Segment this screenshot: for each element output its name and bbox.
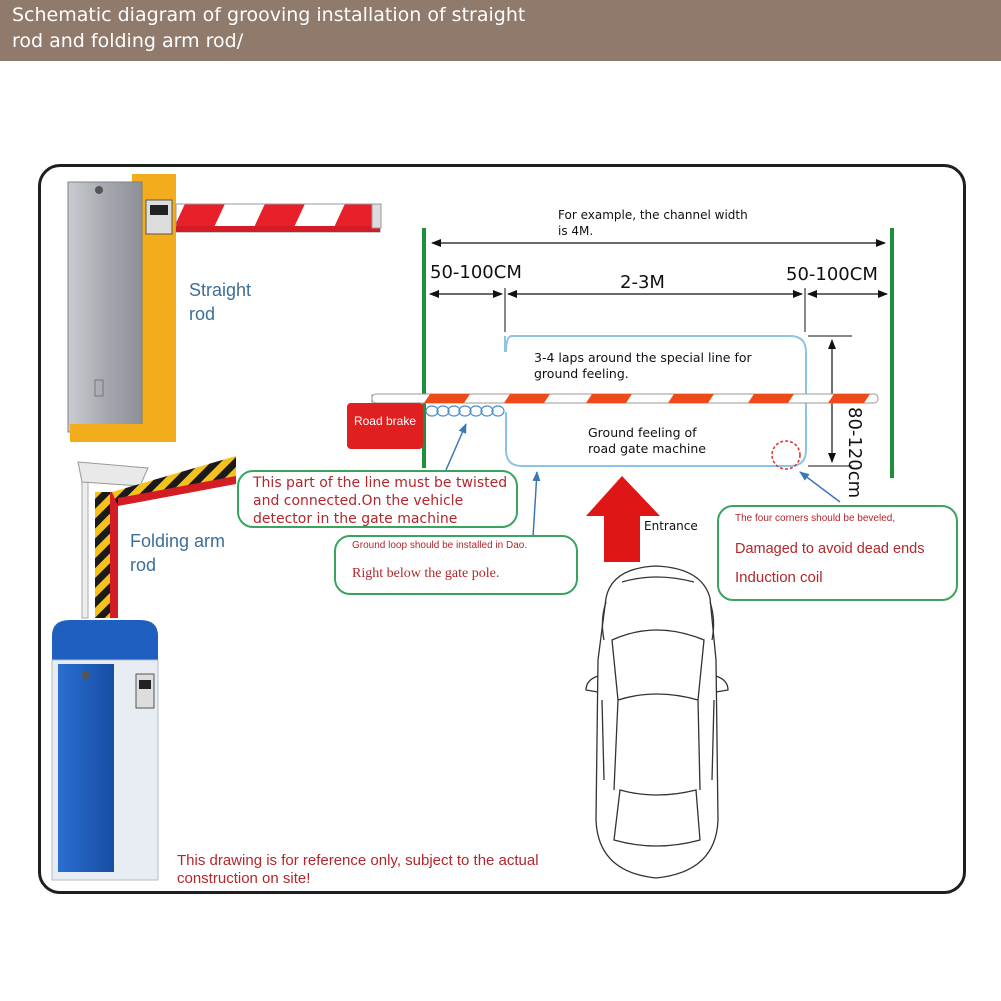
twist-callout-text: This part of the line must be twisted an… bbox=[253, 475, 508, 527]
page-title: Schematic diagram of grooving installati… bbox=[12, 4, 526, 52]
depth-label: 80-120cm bbox=[844, 407, 865, 499]
disclaimer-note: This drawing is for reference only, subj… bbox=[177, 852, 539, 887]
corners-line1: The four corners should be beveled, bbox=[735, 513, 896, 524]
right-gap-label: 50-100CM bbox=[786, 264, 878, 285]
straight-rod-barrier bbox=[67, 174, 382, 442]
road-brake-label: Road brake bbox=[353, 414, 417, 428]
header-bar: Schematic diagram of grooving installati… bbox=[0, 0, 1001, 61]
corners-line2: Damaged to avoid dead ends bbox=[735, 541, 925, 557]
ground-feeling-note: Ground feeling of road gate machine bbox=[588, 425, 706, 456]
middle-gap-label: 2-3M bbox=[620, 272, 665, 293]
ground-loop-line2: Right below the gate pole. bbox=[352, 566, 500, 581]
twist-callout: This part of the line must be twisted an… bbox=[237, 470, 518, 528]
channel-width-note: For example, the channel width is 4M. bbox=[558, 208, 748, 238]
corners-line3: Induction coil bbox=[735, 569, 823, 586]
entrance-arrow bbox=[586, 476, 660, 562]
callout-leaders bbox=[445, 423, 841, 538]
car-outline bbox=[585, 565, 729, 879]
ground-loop-line1: Ground loop should be installed in Dao. bbox=[352, 540, 528, 551]
folding-arm-label: Folding arm rod bbox=[130, 531, 226, 575]
loop-laps-note: 3-4 laps around the special line for gro… bbox=[534, 350, 752, 381]
ground-loop-callout: Ground loop should be installed in Dao. … bbox=[334, 535, 578, 595]
folding-arm-barrier bbox=[51, 456, 236, 881]
gate-pole bbox=[371, 393, 879, 404]
entrance-label: Entrance bbox=[644, 519, 698, 533]
channel-dimensions bbox=[422, 228, 894, 478]
road-brake-box: Road brake bbox=[347, 403, 423, 449]
corners-callout: The four corners should be beveled, Dama… bbox=[717, 505, 958, 601]
induction-loop bbox=[425, 335, 807, 470]
straight-rod-label: Straight rod bbox=[189, 280, 252, 324]
left-gap-label: 50-100CM bbox=[430, 262, 522, 283]
